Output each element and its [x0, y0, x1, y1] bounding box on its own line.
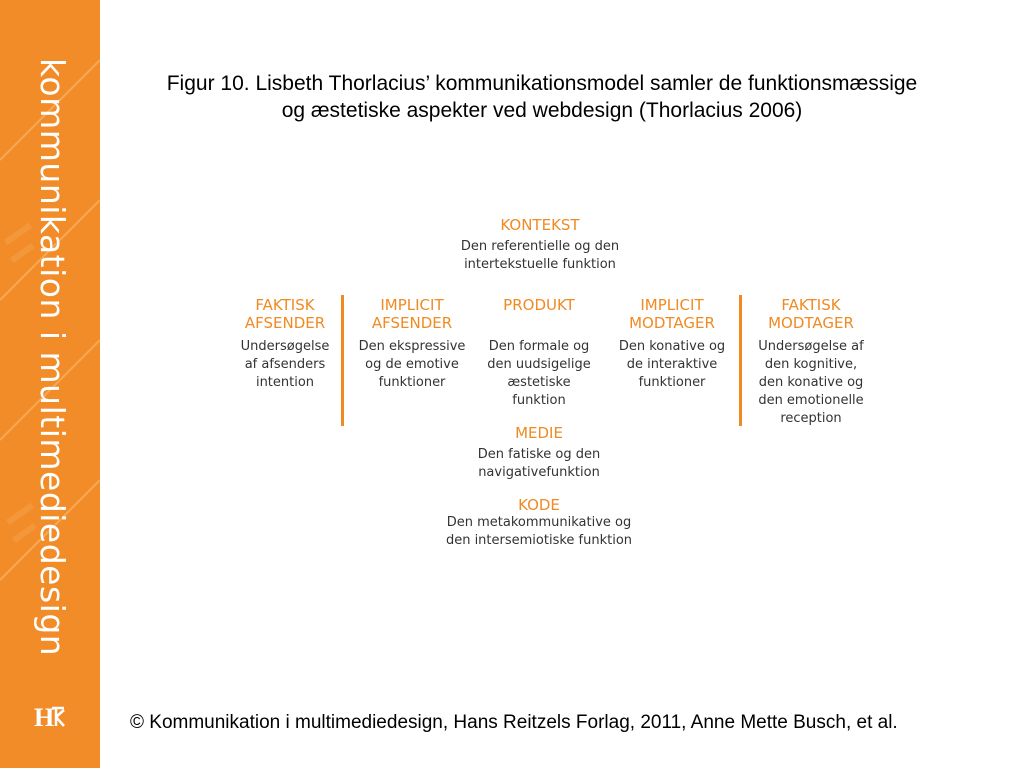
kontekst-heading: KONTEKST	[500, 216, 580, 234]
medie-heading: MEDIE	[515, 424, 563, 442]
caption-line-2: og æstetiske aspekter ved webdesign (Tho…	[281, 99, 803, 122]
medie-desc: Den fatiske og den navigativefunktion	[477, 447, 601, 480]
sidebar: kommunikation i multimediedesign H	[0, 0, 100, 768]
kode-heading: KODE	[518, 496, 560, 514]
sidebar-decoration	[0, 59, 100, 581]
figure-caption: Figur 10. Lisbeth Thorlacius’ kommunikat…	[112, 70, 972, 124]
produkt-desc: Den formale og den uudsigelige æstetiske…	[487, 339, 591, 408]
right-divider	[739, 295, 742, 426]
caption-line-1: Figur 10. Lisbeth Thorlacius’ kommunikat…	[166, 72, 918, 95]
copyright-footer: © Kommunikation i multimediedesign, Hans…	[130, 712, 898, 733]
kode-desc: Den metakommunikative og den intersemiot…	[445, 515, 633, 548]
implicit-modtager-desc: Den konative og de interaktive funktione…	[618, 339, 726, 390]
faktisk-modtager-desc: Undersøgelse af den kognitive, den konat…	[758, 339, 864, 426]
left-divider	[341, 295, 344, 426]
svg-text:H: H	[34, 703, 54, 732]
produkt-heading: PRODUKT	[503, 296, 575, 314]
kontekst-desc: Den referentielle og den intertekstuelle…	[460, 239, 620, 272]
faktisk-afsender-heading: FAKTISK AFSENDER	[244, 296, 326, 332]
implicit-afsender-heading: IMPLICIT AFSENDER	[371, 296, 453, 332]
implicit-modtager-heading: IMPLICIT MODTAGER	[629, 296, 715, 332]
hrf-logo-icon: H	[34, 703, 65, 732]
implicit-afsender-desc: Den ekspressive og de emotive funktioner	[358, 339, 466, 390]
publisher-logo: H	[34, 702, 70, 738]
faktisk-modtager-heading: FAKTISK MODTAGER	[768, 296, 854, 332]
faktisk-afsender-desc: Undersøgelse af afsenders intention	[240, 339, 330, 390]
